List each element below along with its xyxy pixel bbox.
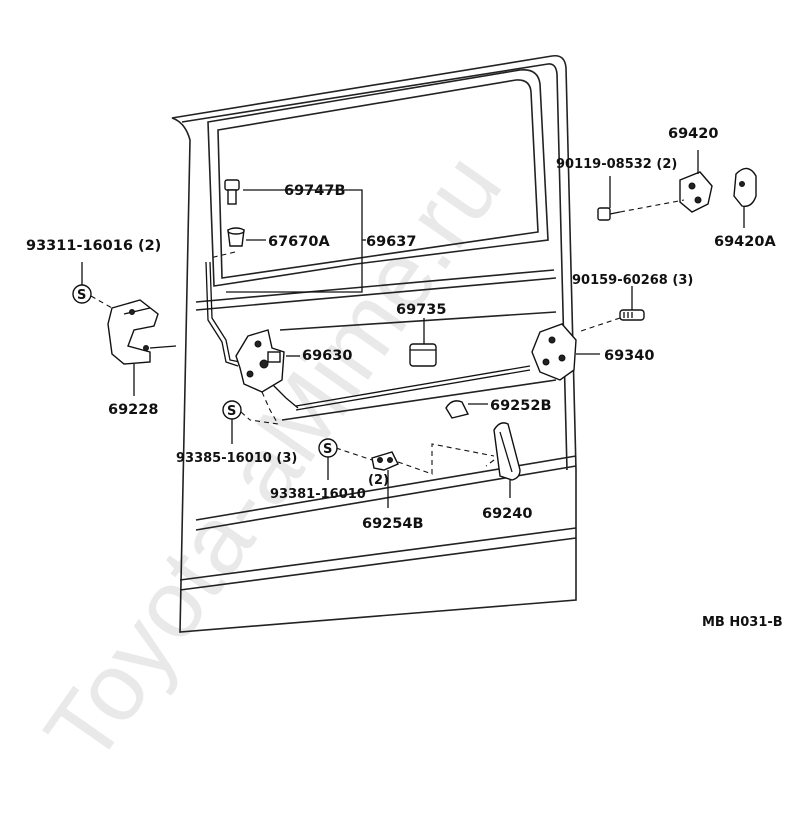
label-69340: 69340 [604, 348, 654, 364]
bolt-90119 [597, 176, 685, 221]
label-67670a: 67670A [268, 234, 330, 250]
label-69420: 69420 [668, 126, 718, 142]
label-93311-16016: 93311-16016 (2) [26, 238, 161, 254]
guide-69254b [335, 443, 495, 508]
label-69254b: 69254B [362, 516, 424, 532]
rear-lock-69340 [531, 323, 600, 381]
label-90119-08532: 90119-08532 (2) [556, 157, 677, 172]
label-69252b: 69252B [490, 398, 552, 414]
svg-text:S: S [77, 288, 86, 303]
label-69228: 69228 [108, 402, 158, 418]
lock-cables [205, 261, 531, 411]
symbol-s-93381: S [318, 438, 338, 480]
label-90159-60268: 90159-60268 (3) [572, 273, 693, 288]
striker-69420 [679, 150, 713, 213]
bolt-90159 [577, 286, 645, 333]
label-69630: 69630 [302, 348, 352, 364]
sliding-door-outline [171, 54, 577, 633]
clip-69747b [224, 179, 240, 205]
bushing-67670a [227, 227, 245, 247]
cushion-69735 [409, 318, 437, 367]
door-lock-69630 [235, 329, 300, 425]
svg-text:S: S [227, 404, 236, 419]
label-93381-qty: (2) [368, 473, 389, 488]
svg-text:S: S [323, 442, 332, 457]
hinge-69228 [107, 299, 177, 396]
clamp-69252b [445, 400, 488, 419]
label-93385-16010: 93385-16010 (3) [176, 451, 297, 466]
symbol-s-93385: S [222, 400, 251, 444]
label-69735: 69735 [396, 302, 446, 318]
outside-handle-69240 [485, 422, 521, 498]
label-69747b: 69747B [284, 183, 346, 199]
drawing-code: MB H031-B [702, 615, 783, 630]
leader-69637 [209, 189, 366, 293]
cover-69420a [733, 167, 757, 228]
label-93381-16010: 93381-16010 [270, 487, 366, 502]
label-69420a: 69420A [714, 234, 776, 250]
label-69240: 69240 [482, 506, 532, 522]
symbol-s-93311: S [72, 262, 113, 309]
label-69637: 69637 [366, 234, 416, 250]
